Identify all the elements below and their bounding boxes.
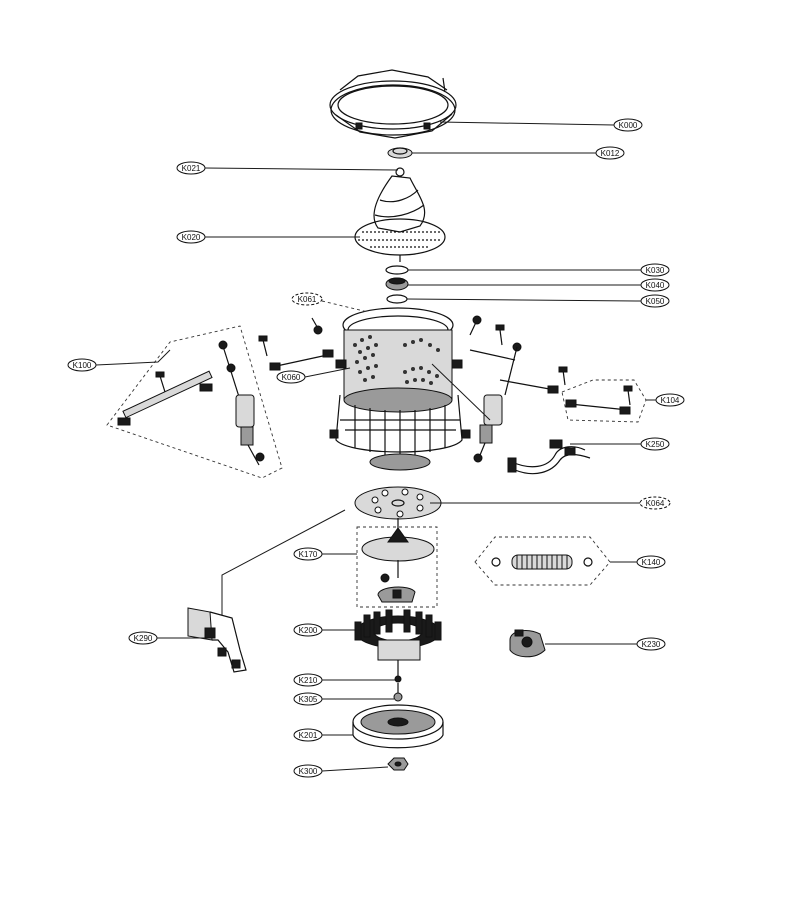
wire-harness-part [507,439,591,475]
callout-label: K250 [646,440,665,449]
callout-label: K200 [299,626,318,635]
tub-perforations [353,335,440,385]
rotor-part [352,704,444,749]
nut-part [387,757,409,771]
clutch-assembly-part [356,518,438,608]
callout-k030: K030 [640,263,670,277]
callout-k290: K290 [128,631,158,645]
callout-k050: K050 [640,294,670,308]
callout-k104: K104 [655,393,685,407]
suspension-rod-k104-part [565,385,633,415]
callout-k201: K201 [293,728,323,742]
drain-hose-part [474,536,611,586]
callout-k060: K060 [276,370,306,384]
callout-k021: K021 [176,161,206,175]
callout-k040: K040 [640,278,670,292]
callout-k250: K250 [640,437,670,451]
callout-k170: K170 [293,547,323,561]
leader-lines [95,121,656,772]
pulsator-auger-part [354,167,446,262]
callout-k100: K100 [67,358,97,372]
callout-label: K300 [299,767,318,776]
k100-group-outline [106,325,283,479]
callout-k061: K061 [291,292,323,306]
callout-label: K064 [646,499,665,508]
callout-k230: K230 [636,637,666,651]
callout-label: K210 [299,676,318,685]
callout-k020: K020 [176,230,206,244]
callout-label: K305 [299,695,318,704]
callout-label: K050 [646,297,665,306]
balance-ring-part [329,69,457,139]
callout-label: K060 [282,373,301,382]
callout-label: K290 [134,634,153,643]
suspension-rods-tub-right [469,315,568,463]
suspension-rods-tub-left [269,317,334,371]
callout-k305: K305 [293,692,323,706]
callout-label: K230 [642,640,661,649]
callout-label: K104 [661,396,680,405]
callout-k140: K140 [636,555,666,569]
callout-k200: K200 [293,623,323,637]
callout-k210: K210 [293,673,323,687]
callout-label: K000 [619,121,638,130]
callout-label: K021 [182,164,201,173]
pulsator-cap-part [387,147,413,159]
k061-pointer [321,300,369,313]
callout-k000: K000 [613,118,643,132]
motor-bracket-part [187,607,247,673]
callout-label: K020 [182,233,201,242]
tub-ribs [354,405,446,456]
callout-label: K100 [73,361,92,370]
callout-k012: K012 [595,146,625,160]
callout-label: K201 [299,731,318,740]
shaft-bolt-part [393,675,403,702]
callout-label: K061 [298,295,317,304]
suspension-assembly-left [117,335,268,466]
callout-label: K040 [646,281,665,290]
callout-label: K012 [601,149,620,158]
perforated-disc-part [354,486,442,520]
wash-tub-part [329,307,471,471]
callout-k064: K064 [639,496,671,510]
washer-set-part [385,265,409,304]
callout-label: K170 [299,550,318,559]
stator-part [354,609,442,678]
callout-k300: K300 [293,764,323,778]
drain-pump-part [509,629,546,658]
callout-label: K030 [646,266,665,275]
callout-label: K140 [642,558,661,567]
